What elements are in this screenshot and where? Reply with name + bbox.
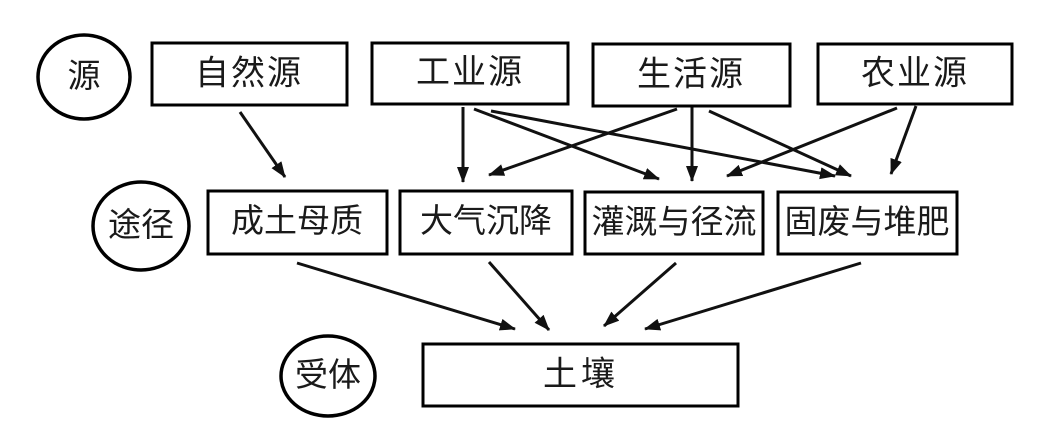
agricultural-source-box (816, 42, 1014, 106)
node-agricultural-source: 农业源 (816, 42, 1014, 106)
edges-pathways-to-soil (296, 261, 862, 331)
node-irrigation-and-runoff: 灌溉与径流 (583, 190, 765, 256)
level-pathway-circle: 途径 (91, 180, 191, 272)
edge-domestic-to-atmospheric (488, 107, 678, 177)
domestic-source-label: 生活源 (637, 56, 745, 94)
industrial-source-box (370, 41, 570, 106)
node-domestic-source: 生活源 (591, 42, 792, 108)
edge-irrigation-to-soil (603, 261, 677, 328)
edge-atmospheric-to-soil (487, 261, 551, 331)
edges-sources-to-pathways (238, 105, 918, 183)
node-natural-source: 自然源 (150, 41, 349, 107)
node-soil-parent-material: 成土母质 (206, 189, 389, 256)
level-pathway-label: 途径 (108, 207, 174, 244)
level-receptor-label: 受体 (295, 357, 361, 394)
edge-parent-material-to-soil (296, 261, 516, 331)
edge-industrial-to-irrigation (473, 107, 660, 181)
source-circle-shape (36, 33, 132, 121)
irrigation-and-runoff-label: 灌溉与径流 (592, 204, 757, 241)
irrigation-and-runoff-box (583, 190, 765, 256)
soil-box (421, 342, 740, 408)
edge-solid-waste-to-soil (644, 261, 862, 331)
atmospheric-deposition-box (398, 189, 574, 256)
edge-natural-to-parent-material (238, 111, 287, 178)
edge-agricultural-to-irrigation (726, 106, 898, 178)
soil-parent-material-label: 成土母质 (231, 203, 363, 240)
atmospheric-deposition-label: 大气沉降 (420, 203, 552, 240)
node-industrial-source: 工业源 (370, 41, 570, 106)
level-receptor-circle: 受体 (279, 334, 377, 418)
solid-waste-and-compost-label: 固废与堆肥 (785, 204, 950, 241)
level-source-circle: 源 (36, 33, 132, 121)
soil-label: 土壤 (543, 356, 619, 394)
node-solid-waste-and-compost: 固废与堆肥 (776, 190, 959, 256)
pathway-circle-shape (91, 180, 191, 272)
level-source-label: 源 (68, 59, 101, 95)
agricultural-source-label: 农业源 (861, 55, 969, 93)
node-soil: 土壤 (421, 342, 740, 408)
node-atmospheric-deposition: 大气沉降 (398, 189, 574, 256)
receptor-circle-shape (279, 334, 377, 418)
solid-waste-and-compost-box (776, 190, 959, 256)
natural-source-box (150, 41, 349, 107)
domestic-source-box (591, 42, 792, 108)
edge-agricultural-to-solid-waste (889, 105, 918, 175)
edge-domestic-to-solid-waste (708, 109, 852, 178)
industrial-source-label: 工业源 (416, 55, 524, 92)
edge-industrial-to-solid-waste (490, 109, 836, 180)
soil-parent-material-box (206, 189, 389, 256)
natural-source-label: 自然源 (195, 55, 303, 93)
